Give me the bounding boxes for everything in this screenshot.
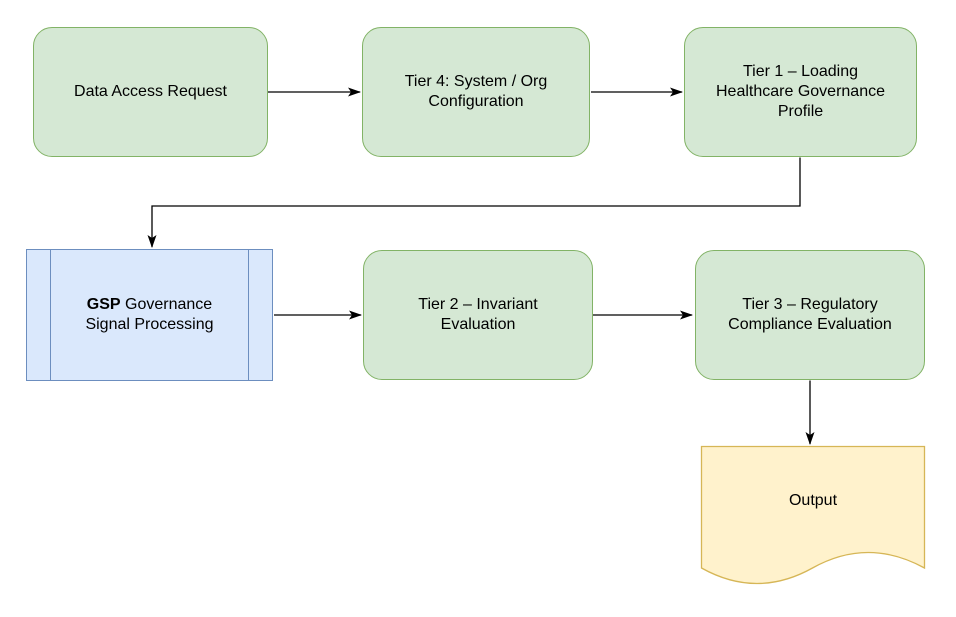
node-label-line: Compliance Evaluation (728, 316, 892, 333)
node-tier4-system-org-configuration: Tier 4: System / Org Configuration (362, 27, 590, 157)
node-label-line: Configuration (428, 93, 524, 110)
connector-tier1-to-gsp (147, 157, 801, 248)
node-label-line: Profile (777, 103, 824, 120)
gsp-line1-rest: Governance (125, 296, 213, 313)
node-label-line: Tier 3 – Regulatory (742, 296, 878, 313)
node-tier2-invariant-evaluation: Tier 2 – Invariant Evaluation (363, 250, 593, 380)
node-label-line: Data Access Request (74, 83, 227, 100)
gsp-bold-text: GSP (86, 296, 121, 313)
node-label-line: Evaluation (440, 316, 516, 333)
node-label-line: Signal Processing (85, 316, 214, 333)
process-bar-right (248, 250, 249, 380)
node-label-line: Output (788, 492, 838, 509)
node-output-document: Output (701, 447, 925, 555)
node-label-line: Tier 1 – Loading (742, 63, 859, 80)
process-bar-left (50, 250, 51, 380)
node-data-access-request: Data Access Request (33, 27, 268, 157)
node-tier3-regulatory-compliance-evaluation: Tier 3 – Regulatory Compliance Evaluatio… (695, 250, 925, 380)
node-gsp-governance-signal-processing: GSP Governance Signal Processing (26, 249, 273, 381)
node-label-line: Healthcare Governance (716, 83, 885, 100)
node-label-line: Tier 2 – Invariant (418, 296, 538, 313)
node-label-line: Tier 4: System / Org (404, 73, 548, 90)
output-document-shape (700, 445, 926, 585)
node-tier1-loading-healthcare-governance-profile: Tier 1 – Loading Healthcare Governance P… (684, 27, 917, 157)
node-label-line: GSP Governance (87, 295, 212, 315)
